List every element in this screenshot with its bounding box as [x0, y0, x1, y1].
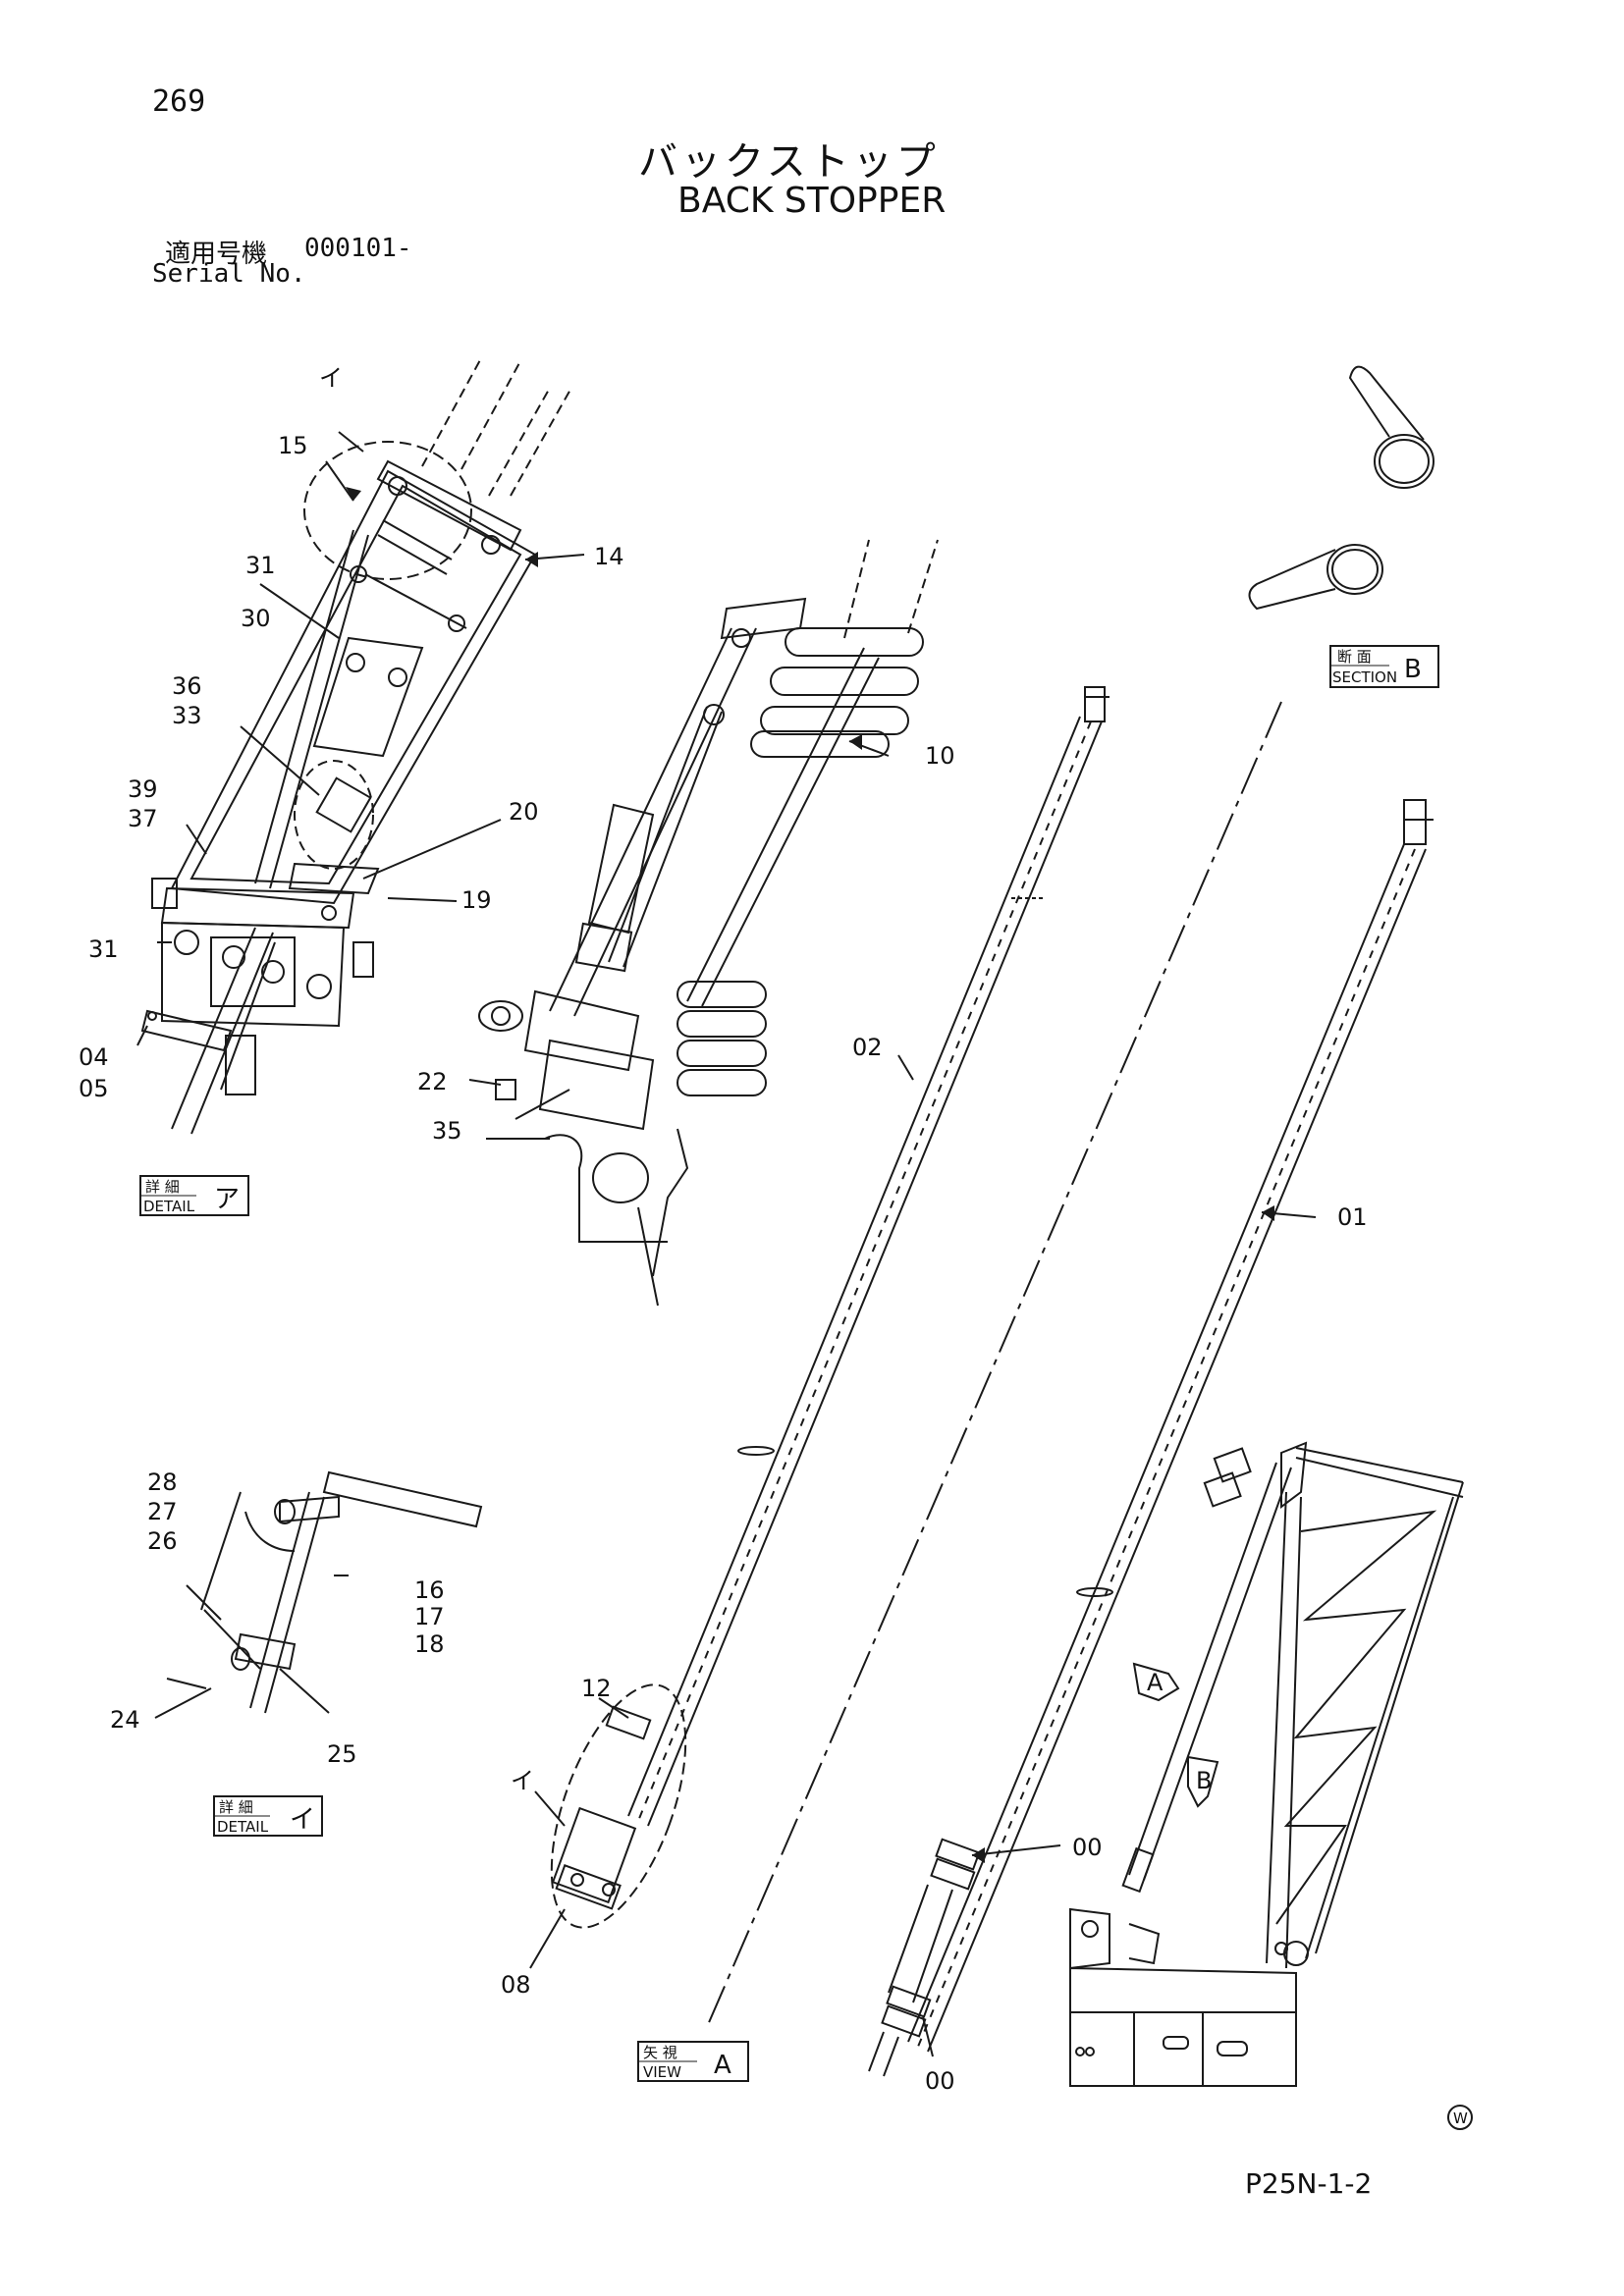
callout-mark-i-top: イ	[319, 364, 343, 392]
callout-37: 37	[128, 805, 158, 832]
callout-04: 04	[79, 1043, 109, 1071]
callout-00-upper: 00	[1072, 1834, 1103, 1861]
callout-22: 22	[417, 1068, 448, 1095]
section-b-drawing	[1248, 365, 1435, 611]
callout-28: 28	[147, 1468, 178, 1496]
serial-label-japanese: 適用号機	[165, 240, 268, 269]
detail-i-box: 詳 細 DETAIL イ	[213, 1795, 323, 1837]
detail-a-jp: 詳 細	[145, 1178, 180, 1196]
callout-12: 12	[581, 1675, 612, 1702]
callout-10: 10	[925, 742, 955, 770]
callout-mark-i-mid: イ	[511, 1767, 534, 1794]
callout-16: 16	[414, 1576, 445, 1604]
detail-a-label: DETAIL	[143, 1198, 195, 1215]
callout-25: 25	[327, 1740, 357, 1768]
callout-24: 24	[110, 1706, 140, 1734]
callout-19: 19	[461, 886, 492, 914]
callout-35: 35	[432, 1117, 462, 1145]
view-a-jp: 矢 視	[643, 2044, 677, 2061]
callout-15: 15	[278, 432, 308, 459]
callout-02: 02	[852, 1034, 883, 1061]
section-b-box: 断 面 SECTION B	[1329, 645, 1439, 688]
detail-a-box: 詳 細 DETAIL ア	[139, 1175, 249, 1216]
callout-05: 05	[79, 1075, 109, 1102]
section-b-label: SECTION	[1332, 668, 1397, 686]
callout-31-lower: 31	[88, 935, 119, 963]
crane-boom-drawing	[1069, 1441, 1464, 2087]
title-japanese: バックストップ	[638, 139, 940, 185]
section-b-jp: 断 面	[1337, 648, 1372, 666]
arrow-label-b: B	[1196, 1767, 1212, 1794]
serial-label-english: Serial No.	[152, 259, 306, 289]
serial-number: 000101-	[304, 234, 412, 263]
detail-i-jp: 詳 細	[219, 1798, 253, 1816]
callout-18: 18	[414, 1630, 445, 1658]
rod-02-drawing	[550, 686, 1110, 1929]
callout-14: 14	[594, 543, 624, 570]
page-number: 269	[152, 84, 206, 119]
callout-33: 33	[172, 702, 202, 729]
callout-00-lower: 00	[925, 2067, 955, 2095]
title-english: BACK STOPPER	[677, 181, 947, 221]
rod-01-drawing	[868, 799, 1434, 2077]
callout-08: 08	[501, 1971, 531, 1999]
callout-17: 17	[414, 1603, 445, 1630]
view-a-mark: A	[714, 2051, 731, 2080]
detail-i-label: DETAIL	[217, 1818, 269, 1836]
detail-a-drawing	[140, 357, 572, 1135]
detail-i-drawing	[166, 1470, 483, 1714]
detail-i-mark: イ	[290, 1805, 315, 1835]
detail-a-mark: ア	[214, 1185, 240, 1214]
callout-20: 20	[509, 798, 539, 826]
callout-31-upper: 31	[245, 552, 276, 579]
callout-30: 30	[241, 605, 271, 632]
page-code: P25N-1-2	[1245, 2167, 1373, 2200]
callout-27: 27	[147, 1498, 178, 1525]
callout-26: 26	[147, 1527, 178, 1555]
section-b-mark: B	[1404, 655, 1422, 684]
callout-39: 39	[128, 775, 158, 803]
view-a-box: 矢 視 VIEW A	[637, 2041, 749, 2082]
middle-assembly-drawing	[478, 539, 939, 1307]
view-a-label: VIEW	[643, 2063, 681, 2081]
callout-36: 36	[172, 672, 202, 700]
leader-lines	[136, 431, 1317, 2057]
arrow-label-a: A	[1147, 1669, 1164, 1696]
callout-01: 01	[1337, 1203, 1368, 1231]
w-mark: W	[1453, 2109, 1468, 2127]
